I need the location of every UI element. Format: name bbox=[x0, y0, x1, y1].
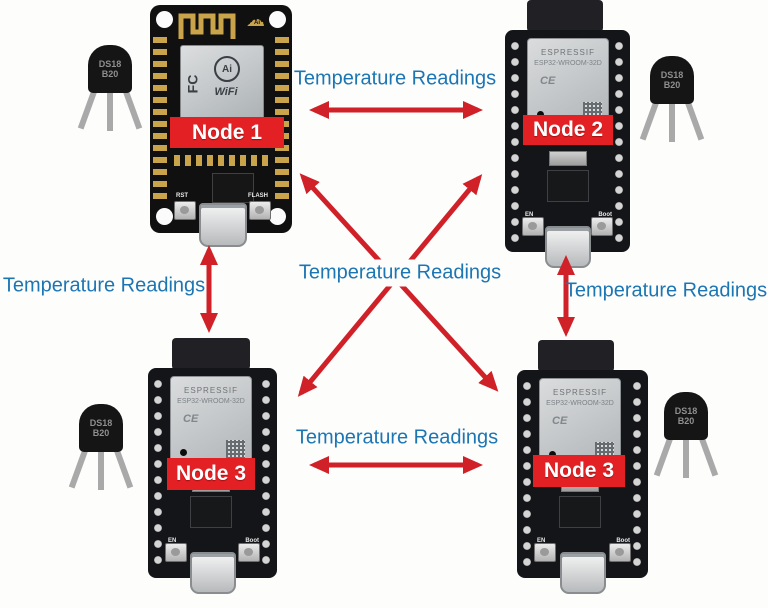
pin-header-left bbox=[153, 37, 167, 205]
temperature-readings-label-right: Temperature Readings bbox=[564, 279, 768, 302]
en-button-label: EN bbox=[168, 538, 177, 544]
pin-holes-right bbox=[630, 378, 645, 570]
boot-button bbox=[591, 217, 613, 236]
ds18b20-sensor-node3: DS18 B20 bbox=[68, 404, 134, 496]
espressif-brand-text: ESPRESSIF bbox=[541, 48, 595, 57]
ds18b20-sensor-node4: DS18 B20 bbox=[653, 392, 719, 484]
cloud-logo-icon: ☁ bbox=[246, 10, 265, 31]
module-name-text: ESP32-WROOM-32D bbox=[546, 400, 614, 407]
sensor-label-line1: DS18 bbox=[674, 405, 698, 416]
pin-holes-right bbox=[259, 376, 274, 570]
usb-serial-chip bbox=[547, 170, 589, 202]
sensor-body: DS18 B20 bbox=[88, 45, 132, 93]
node2-label: Node 2 bbox=[523, 115, 613, 145]
node3-label: Node 3 bbox=[167, 458, 255, 490]
sensor-label-line2: B20 bbox=[92, 428, 110, 438]
screw-hole bbox=[156, 208, 173, 225]
sensor-leg bbox=[107, 89, 113, 131]
pin-holes-left bbox=[508, 38, 523, 244]
node1-board: ☁ Ai FC Ai WiFi Node 1 RST FLASH bbox=[150, 5, 292, 247]
boot-button bbox=[238, 543, 260, 562]
esp32-shield: ESPRESSIF ESP32-WROOM-32D CE bbox=[170, 376, 252, 468]
cloud-ai-text: Ai bbox=[254, 20, 260, 26]
ce-mark: CE bbox=[183, 413, 199, 425]
sensor-label-line2: B20 bbox=[101, 69, 119, 79]
ce-mark: CE bbox=[540, 75, 556, 87]
antenna-dot bbox=[549, 451, 556, 458]
temperature-readings-label-center: Temperature Readings bbox=[290, 259, 510, 287]
micro-usb-port bbox=[199, 203, 247, 247]
wifi-logo-text: WiFi bbox=[214, 86, 238, 98]
screw-hole bbox=[269, 208, 286, 225]
ai-thinker-logo: Ai bbox=[214, 56, 240, 82]
espressif-brand-text: ESPRESSIF bbox=[184, 386, 238, 395]
rst-button-label: RST bbox=[176, 193, 188, 199]
en-button-label: EN bbox=[537, 538, 546, 544]
sensor-body: DS18 B20 bbox=[79, 404, 123, 452]
esp32-shield: ESPRESSIF ESP32-WROOM-32D CE bbox=[539, 378, 621, 470]
ds18b20-sensor-node1: DS18 B20 bbox=[77, 45, 143, 137]
voltage-regulator bbox=[549, 151, 587, 166]
boot-button bbox=[609, 543, 631, 562]
module-antenna-block bbox=[538, 340, 614, 372]
pin-holes-left bbox=[520, 378, 535, 570]
wifi-antenna-trace bbox=[178, 13, 236, 39]
micro-usb-port bbox=[189, 552, 236, 594]
en-button bbox=[522, 217, 544, 236]
antenna-dot bbox=[180, 449, 187, 456]
sensor-label-line1: DS18 bbox=[660, 69, 684, 80]
node1-label: Node 1 bbox=[170, 117, 284, 148]
qr-code bbox=[226, 440, 245, 459]
usb-serial-chip bbox=[190, 496, 232, 528]
sensor-label-line2: B20 bbox=[663, 80, 681, 90]
module-name-text: ESP32-WROOM-32D bbox=[177, 398, 245, 405]
ce-mark: CE bbox=[552, 415, 568, 427]
sensor-body: DS18 B20 bbox=[664, 392, 708, 440]
sensor-leg bbox=[669, 100, 675, 142]
screw-hole bbox=[156, 11, 173, 28]
sensor-body: DS18 B20 bbox=[650, 56, 694, 104]
module-antenna-block bbox=[172, 338, 250, 370]
micro-usb-port bbox=[559, 552, 606, 594]
solder-pad-row bbox=[174, 155, 268, 166]
ds18b20-sensor-node2: DS18 B20 bbox=[639, 56, 705, 148]
usb-serial-chip bbox=[212, 173, 254, 203]
usb-serial-chip bbox=[559, 496, 601, 528]
module-antenna-block bbox=[527, 0, 603, 32]
pin-holes-right bbox=[612, 38, 627, 244]
boot-button-label: Boot bbox=[616, 538, 630, 544]
screw-hole bbox=[269, 11, 286, 28]
sensor-leg bbox=[683, 436, 689, 478]
temperature-readings-label-top: Temperature Readings bbox=[293, 67, 497, 90]
antenna-dot bbox=[537, 111, 544, 118]
node3-board: ESPRESSIF ESP32-WROOM-32D CE Node 3 EN B… bbox=[148, 338, 277, 594]
flash-button bbox=[249, 201, 271, 220]
temperature-readings-label-bottom: Temperature Readings bbox=[295, 426, 499, 449]
esp8266-shield: FC Ai WiFi bbox=[180, 45, 264, 125]
flash-button-label: FLASH bbox=[248, 193, 268, 199]
node4-label: Node 3 bbox=[533, 455, 625, 487]
node4-board: ESPRESSIF ESP32-WROOM-32D CE Node 3 EN B… bbox=[517, 340, 648, 594]
en-button-label: EN bbox=[525, 212, 534, 218]
sensor-label-line2: B20 bbox=[677, 416, 695, 426]
en-button bbox=[165, 543, 187, 562]
rst-button bbox=[174, 201, 196, 220]
en-button bbox=[534, 543, 556, 562]
sensor-label-line1: DS18 bbox=[89, 417, 113, 428]
pin-holes-left bbox=[151, 376, 166, 570]
boot-button-label: Boot bbox=[245, 538, 259, 544]
boot-button-label: Boot bbox=[598, 212, 612, 218]
module-name-text: ESP32-WROOM-32D bbox=[534, 60, 602, 67]
sensor-leg bbox=[98, 448, 104, 490]
sensor-label-line1: DS18 bbox=[98, 58, 122, 69]
temperature-readings-label-left: Temperature Readings bbox=[2, 274, 206, 297]
espressif-brand-text: ESPRESSIF bbox=[553, 388, 607, 397]
node2-board: ESPRESSIF ESP32-WROOM-32D CE Node 2 EN B… bbox=[505, 0, 630, 268]
